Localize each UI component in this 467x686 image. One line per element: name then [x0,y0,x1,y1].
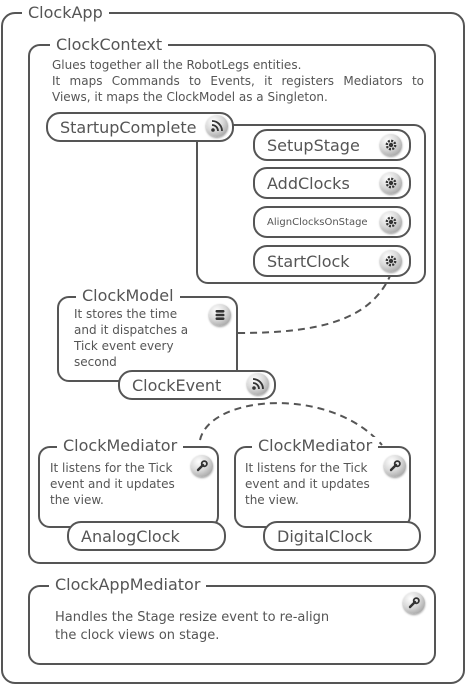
clockcontext-desc-line-3: Views, it maps the ClockModel as a Singl… [52,90,328,104]
gear-icon [380,134,402,156]
clockmediator-digital-title: ClockMediator [252,437,379,455]
clockmediator-analog-desc-line-1: It listens for the Tick [50,461,173,475]
clockappmediator-desc-line-2: the clock views on stage. [55,628,220,643]
clockcontext-description: Glues together all the RobotLegs entitie… [52,57,424,105]
command-setupstage[interactable]: SetupStage [253,129,411,161]
command-setupstage-label: SetupStage [267,135,360,155]
clockappmediator-description: Handles the Stage resize event to re-ali… [55,609,385,645]
view-analogclock[interactable]: AnalogClock [67,521,226,551]
clockmediator-analog-desc-line-3: the view. [50,493,104,507]
clockmediator-analog-title: ClockMediator [57,437,184,455]
clockmediator-digital-description: It listens for the Tick event and it upd… [245,460,387,508]
clockapp-title: ClockApp [22,4,109,22]
clockcontext-desc-line-1: Glues together all the RobotLegs entitie… [52,58,302,72]
clockmodel-desc-line-1: It stores the time [74,307,178,321]
clockcontext-desc-line-2: It maps Commands to Events, it registers… [52,74,424,88]
rss-icon [247,373,269,395]
clockmediator-digital-desc-line-1: It listens for the Tick [245,461,368,475]
command-alignclocksonstage-label: AlignClocksOnStage [267,216,368,228]
view-digitalclock[interactable]: DigitalClock [263,521,421,551]
gear-icon [380,172,402,194]
wrench-icon [403,592,425,614]
clockmodel-desc-line-2: and it dispatches a [74,323,189,337]
clockevent-label: ClockEvent [132,375,222,395]
command-alignclocksonstage[interactable]: AlignClocksOnStage [253,206,411,238]
clockcontext-title: ClockContext [50,36,169,54]
clockappmediator-box [28,585,436,665]
startupcomplete-event[interactable]: StartupComplete [46,112,234,142]
clockappmediator-title: ClockAppMediator [49,576,207,594]
clockmediator-digital-desc-line-2: event and it updates [245,477,370,491]
clockappmediator-desc-line-1: Handles the Stage resize event to re-ali… [55,610,330,625]
clockmediator-analog-desc-line-2: event and it updates [50,477,175,491]
clockmediator-digital-desc-line-3: the view. [245,493,299,507]
command-startclock-label: StartClock [267,251,350,271]
gear-icon [380,250,402,272]
clockmodel-desc-line-4: second [74,355,117,369]
wrench-icon [384,455,406,477]
clockmodel-description: It stores the time and it dispatches a T… [74,306,208,370]
clockmediator-analog-description: It listens for the Tick event and it upd… [50,460,192,508]
clockmediator-digital-box [234,446,411,528]
clockmodel-desc-line-3: Tick event every [74,339,174,353]
wrench-icon [191,455,213,477]
clockmodel-title: ClockModel [76,287,180,305]
view-digitalclock-label: DigitalClock [277,526,373,546]
view-analogclock-label: AnalogClock [81,526,180,546]
model-to-startclock-link [237,275,391,334]
command-addclocks-label: AddClocks [267,173,350,193]
rss-icon [206,115,228,137]
clockevent-to-mediators-link [199,402,383,446]
gear-icon [380,211,402,233]
database-icon [209,304,231,326]
startupcomplete-label: StartupComplete [60,117,197,137]
